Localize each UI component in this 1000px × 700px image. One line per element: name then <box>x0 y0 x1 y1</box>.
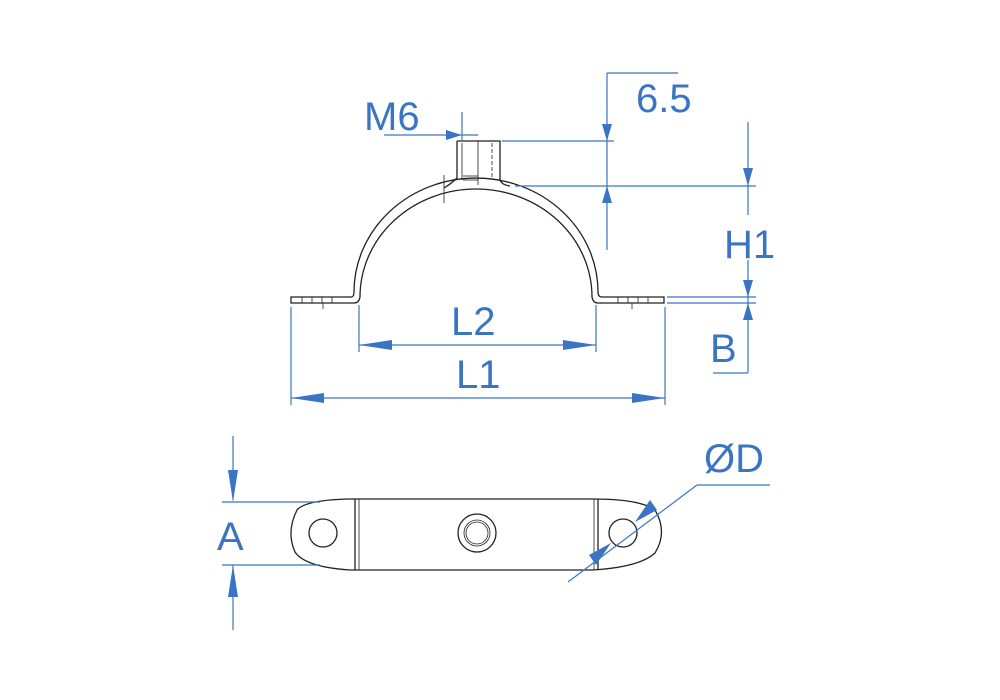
label-inner-length-l2: L2 <box>451 300 496 344</box>
clamp-arc-outer <box>290 177 665 304</box>
label-nut-height: 6.5 <box>636 77 692 121</box>
bottom-view <box>290 498 663 571</box>
dimensions-bottom <box>222 436 770 630</box>
dimensions-front <box>290 72 756 405</box>
label-height-h1: H1 <box>724 223 775 267</box>
label-overall-length-l1: L1 <box>456 353 501 397</box>
mounting-hole-right <box>608 518 638 548</box>
label-hole-diameter: ØD <box>704 437 764 481</box>
weld-nut <box>443 140 511 203</box>
nut-thread <box>463 519 491 547</box>
clamp-outline-bottom <box>290 498 663 571</box>
label-thickness-b: B <box>710 327 737 371</box>
label-width-a: A <box>217 515 244 559</box>
label-thread-m6: M6 <box>364 95 420 139</box>
nut-outer <box>457 513 497 553</box>
flange-marks <box>301 297 649 309</box>
mounting-hole-left <box>308 518 338 548</box>
front-view <box>290 140 665 309</box>
